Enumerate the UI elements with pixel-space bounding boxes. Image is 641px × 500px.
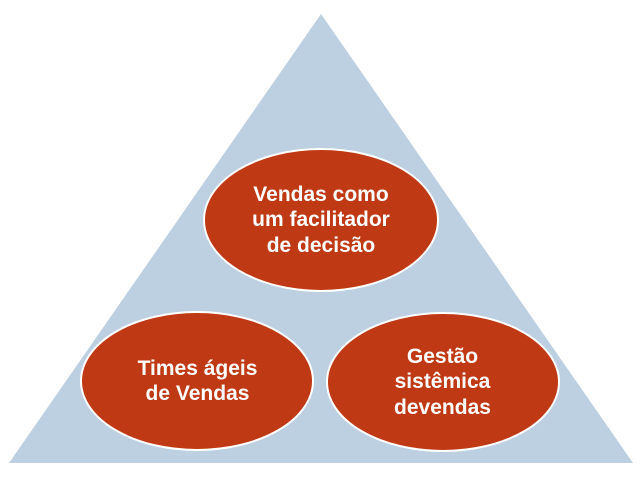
ellipse-right [326, 312, 560, 452]
ellipse-top [203, 148, 439, 292]
node-label-left: Times ágeis de Vendas [137, 356, 258, 405]
ellipse-left [80, 311, 314, 451]
node-label-top: Vendas como um facilitador de decisão [252, 183, 390, 257]
node-label-right: Gestão sistêmica devendas [394, 345, 491, 419]
